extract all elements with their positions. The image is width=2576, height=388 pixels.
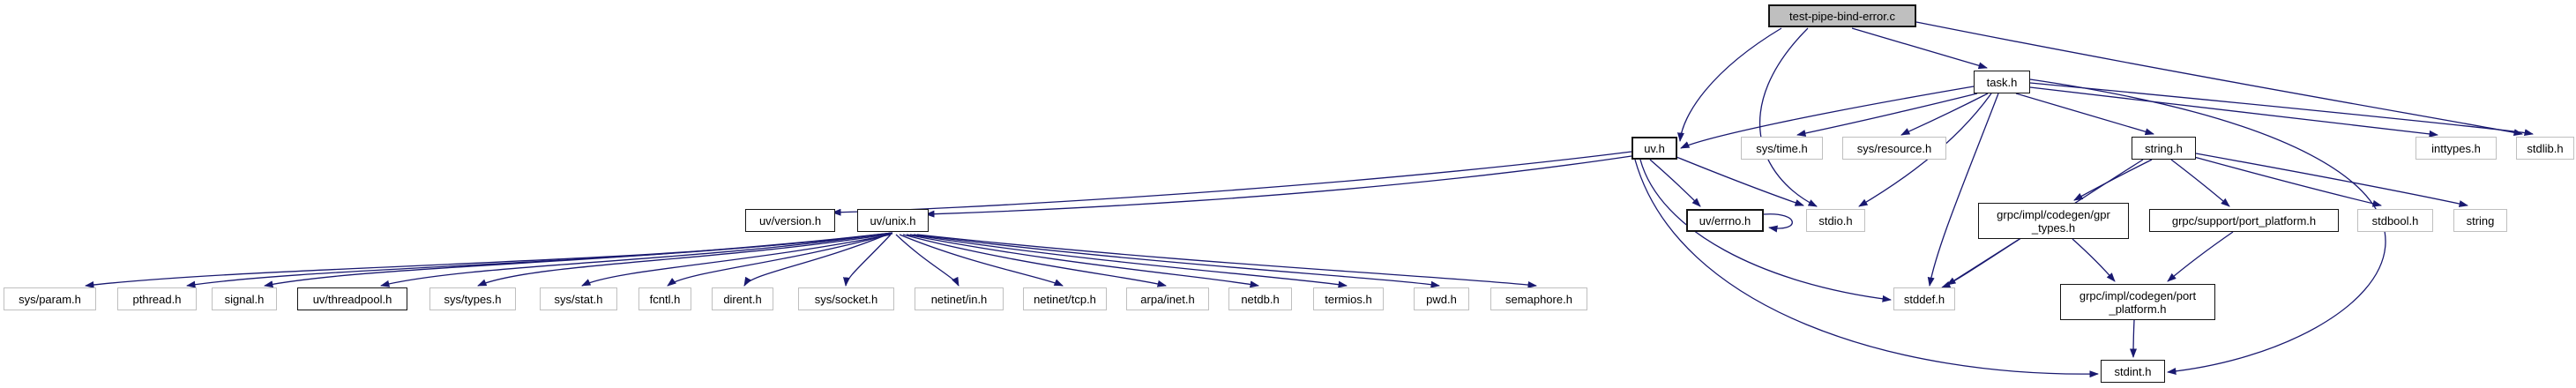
node-termios-h: termios.h: [1313, 287, 1384, 310]
edge-grpc-impl-codegen-port-platform-h-to-stdint-h: [2130, 319, 2138, 358]
edge-task-h-to-inttypes-h: [2029, 86, 2438, 138]
edge-uv-unix-h-to-sys-stat-h: [581, 234, 892, 287]
node-sys-socket-h: sys/socket.h: [798, 287, 894, 310]
edge-uv-h-to-uv-version-h: [832, 151, 1632, 216]
edge-test-pipe-bind-error-c-to-stdlib-h: [1915, 21, 2523, 137]
node-arpa-inet-h: arpa/inet.h: [1126, 287, 1209, 310]
edge-task-h-to-string-h: [2015, 93, 2154, 136]
edge-test-pipe-bind-error-c-to-task-h: [1851, 27, 1988, 70]
node-netinet-tcp-h: netinet/tcp.h: [1023, 287, 1107, 310]
node-semaphore-h: semaphore.h: [1490, 287, 1587, 310]
node-sys-param-h: sys/param.h: [4, 287, 96, 310]
node-test-pipe-bind-error-c[interactable]: test-pipe-bind-error.c: [1768, 4, 1916, 27]
edge-uv-unix-h-to-sys-socket-h: [842, 234, 892, 287]
node-netdb-h: netdb.h: [1228, 287, 1292, 310]
edge-uv-unix-h-to-semaphore-h: [916, 234, 1537, 288]
node-inttypes-h: inttypes.h: [2415, 137, 2497, 160]
node-grpc-support-port-platform-h[interactable]: grpc/support/port_platform.h: [2149, 209, 2339, 232]
node-sys-types-h: sys/types.h: [429, 287, 516, 310]
node-dirent-h: dirent.h: [712, 287, 773, 310]
edge-uv-errno-h-to-uv-errno-h: [1763, 213, 1793, 233]
edge-uv-unix-h-to-pwd-h: [913, 234, 1440, 288]
node-stdbool-h: stdbool.h: [2357, 209, 2433, 232]
node-fcntl-h: fcntl.h: [638, 287, 691, 310]
node-uv-threadpool-h[interactable]: uv/threadpool.h: [297, 287, 407, 310]
edge-uv-unix-h-to-netinet-tcp-h: [899, 234, 1064, 287]
edge-uv-unix-h-to-arpa-inet-h: [902, 234, 1167, 287]
edge-uv-h-to-uv-unix-h: [925, 155, 1632, 218]
edge-uv-unix-h-to-fcntl-h: [667, 234, 890, 287]
edge-uv-unix-h-to-netdb-h: [906, 234, 1259, 288]
edge-grpc-support-port-platform-h-to-grpc-impl-codegen-port-platform-h: [2167, 231, 2234, 282]
node-string: string: [2453, 209, 2507, 232]
node-pwd-h: pwd.h: [1414, 287, 1469, 310]
node-netinet-in-h: netinet/in.h: [915, 287, 1004, 310]
edge-uv-unix-h-to-termios-h: [909, 234, 1348, 288]
node-sys-time-h: sys/time.h: [1741, 137, 1823, 160]
node-signal-h: signal.h: [212, 287, 277, 310]
node-grpc-impl-codegen-port-platform-h[interactable]: grpc/impl/codegen/port _platform.h: [2060, 284, 2215, 320]
edge-test-pipe-bind-error-c-to-uv-h: [1676, 27, 1782, 142]
edge-uv-unix-h-to-sys-types-h: [477, 233, 893, 287]
node-stdlib-h: stdlib.h: [2516, 137, 2574, 160]
edge-task-h-to-stdlib-h: [2029, 82, 2534, 137]
edge-task-h-to-sys-time-h: [1796, 93, 1978, 137]
edge-task-h-to-stddef-h: [1927, 93, 1999, 287]
edge-string-h-to-string: [2195, 153, 2468, 207]
edge-task-h-to-sys-resource-h: [1900, 93, 1989, 136]
edge-uv-unix-h-to-dirent-h: [743, 234, 888, 287]
edge-uv-h-to-uv-errno-h: [1649, 159, 1701, 207]
edge-uv-h-to-stdio-h: [1676, 156, 1804, 206]
node-string-h[interactable]: string.h: [2132, 137, 2196, 160]
node-task-h[interactable]: task.h: [1974, 71, 2030, 93]
edge-uv-h-to-stdint-h: [1634, 159, 2099, 378]
edge-string-h-to-stdbool-h: [2193, 156, 2382, 207]
edge-uv-unix-h-to-uv-threadpool-h: [380, 232, 893, 287]
edge-task-h-to-stdio-h: [1858, 93, 1992, 207]
edge-uv-unix-h-to-netinet-in-h: [895, 234, 959, 287]
node-pthread-h: pthread.h: [117, 287, 197, 310]
edge-task-h-to-uv-h: [1680, 86, 1975, 149]
node-uv-errno-h[interactable]: uv/errno.h: [1686, 209, 1764, 232]
edge-gpr-types-h-to-stddef-h: [1946, 238, 2020, 286]
edge-gpr-types-h-to-grpc-impl-codegen-port-platform-h: [2072, 238, 2116, 282]
node-gpr-types-h[interactable]: grpc/impl/codegen/gpr _types.h: [1978, 203, 2129, 239]
edge-task-h-to-stdint-h: [2029, 78, 2386, 375]
node-stdio-h: stdio.h: [1806, 209, 1865, 232]
node-sys-resource-h: sys/resource.h: [1842, 137, 1946, 160]
edge-uv-unix-h-to-pthread-h: [186, 232, 893, 288]
edge-string-h-to-grpc-support-port-platform-h: [2170, 159, 2230, 207]
edge-test-pipe-bind-error-c-to-stdio-h: [1759, 27, 1818, 207]
node-uv-h[interactable]: uv.h: [1631, 137, 1677, 160]
node-uv-version-h[interactable]: uv/version.h: [745, 209, 835, 232]
edge-uv-unix-h-to-sys-param-h: [85, 232, 893, 288]
node-stddef-h: stddef.h: [1893, 287, 1955, 310]
edge-string-h-to-gpr-types-h: [2073, 159, 2153, 201]
node-uv-unix-h[interactable]: uv/unix.h: [857, 209, 929, 232]
edge-uv-unix-h-to-signal-h: [264, 232, 893, 288]
node-sys-stat-h: sys/stat.h: [540, 287, 617, 310]
edge-uv-h-to-stddef-h: [1639, 159, 1892, 302]
node-stdint-h[interactable]: stdint.h: [2101, 360, 2165, 383]
